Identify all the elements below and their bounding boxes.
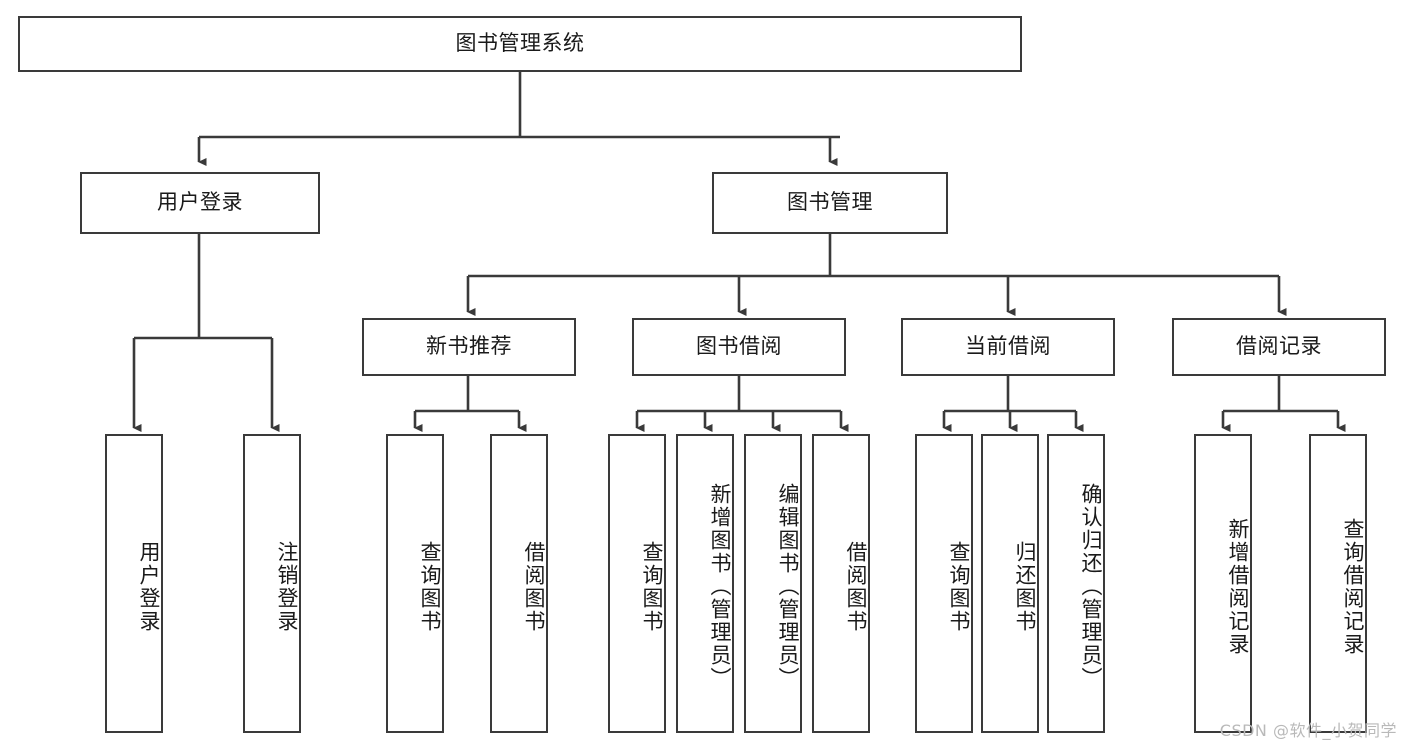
node-leaf-query-book-recommend[interactable]: 查询图书 xyxy=(386,434,444,733)
node-leaf-return-book[interactable]: 归还图书 xyxy=(981,434,1039,733)
node-label: 新书推荐 xyxy=(426,334,512,359)
node-label: 确认归还（管理员） xyxy=(1079,483,1103,690)
node-label: 用户登录 xyxy=(137,540,161,633)
csdn-watermark: CSDN @软件_小贺同学 xyxy=(1219,721,1397,740)
node-label: 查询图书 xyxy=(418,540,442,633)
node-leaf-add-book-admin[interactable]: 新增图书（管理员） xyxy=(676,434,734,733)
node-leaf-add-borrow-record[interactable]: 新增借阅记录 xyxy=(1194,434,1252,733)
node-new-book-recommend[interactable]: 新书推荐 xyxy=(362,318,576,376)
node-label: 当前借阅 xyxy=(965,334,1051,359)
node-label: 借阅记录 xyxy=(1236,334,1322,359)
node-current-borrow[interactable]: 当前借阅 xyxy=(901,318,1115,376)
node-leaf-logout-login[interactable]: 注销登录 xyxy=(243,434,301,733)
node-label: 用户登录 xyxy=(157,190,243,215)
node-book-borrow[interactable]: 图书借阅 xyxy=(632,318,846,376)
node-label: 注销登录 xyxy=(275,540,299,633)
node-label: 新增借阅记录 xyxy=(1226,517,1250,656)
node-borrow-record[interactable]: 借阅记录 xyxy=(1172,318,1386,376)
node-label: 图书借阅 xyxy=(696,334,782,359)
node-leaf-edit-book-admin[interactable]: 编辑图书（管理员） xyxy=(744,434,802,733)
node-leaf-confirm-return-admin[interactable]: 确认归还（管理员） xyxy=(1047,434,1105,733)
node-label: 归还图书 xyxy=(1013,540,1037,633)
node-label: 查询借阅记录 xyxy=(1341,517,1365,656)
node-user-login[interactable]: 用户登录 xyxy=(80,172,320,234)
node-label: 新增图书（管理员） xyxy=(708,483,732,690)
node-leaf-query-book-current[interactable]: 查询图书 xyxy=(915,434,973,733)
node-label: 查询图书 xyxy=(947,540,971,633)
node-leaf-user-login[interactable]: 用户登录 xyxy=(105,434,163,733)
node-label: 图书管理 xyxy=(787,190,873,215)
node-leaf-query-borrow-record[interactable]: 查询借阅记录 xyxy=(1309,434,1367,733)
node-label: 借阅图书 xyxy=(522,540,546,633)
node-leaf-query-book-borrow[interactable]: 查询图书 xyxy=(608,434,666,733)
node-book-management[interactable]: 图书管理 xyxy=(712,172,948,234)
node-leaf-borrow-book-recommend[interactable]: 借阅图书 xyxy=(490,434,548,733)
node-label: 借阅图书 xyxy=(844,540,868,633)
node-root-book-management-system[interactable]: 图书管理系统 xyxy=(18,16,1022,72)
node-leaf-borrow-book[interactable]: 借阅图书 xyxy=(812,434,870,733)
node-label: 图书管理系统 xyxy=(455,31,585,56)
node-label: 查询图书 xyxy=(640,540,664,633)
node-label: 编辑图书（管理员） xyxy=(776,483,800,690)
